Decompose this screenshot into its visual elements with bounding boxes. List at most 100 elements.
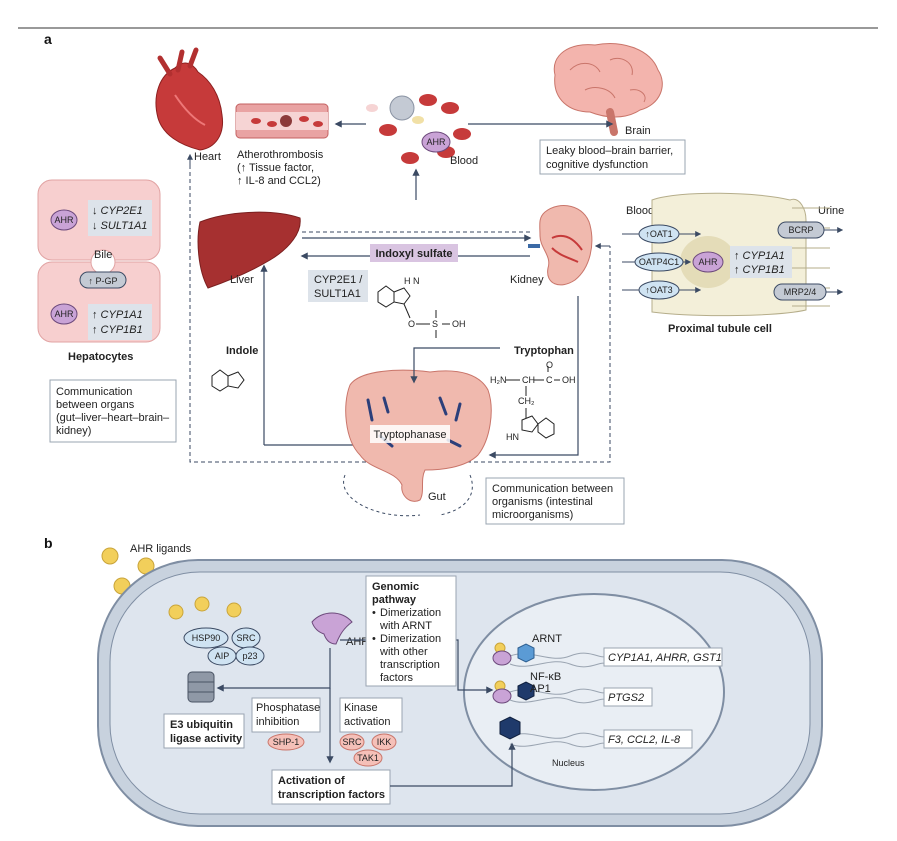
ahr-blood-label: AHR <box>426 137 446 147</box>
brain-effect-line1: Leaky blood–brain barrier, <box>546 145 673 157</box>
indoxyl-nh: H N <box>404 276 420 286</box>
activation-line1: Activation of <box>278 775 345 787</box>
genomic-b2a: Dimerization <box>380 633 441 645</box>
trp-oh: OH <box>562 375 576 385</box>
gene-box-2 <box>603 687 653 707</box>
indoxyl-structure <box>377 285 450 338</box>
panel-b-letter: b <box>44 535 53 551</box>
comm-organs-line1: Communication <box>56 386 132 398</box>
genomic-b2b: with other <box>379 646 428 658</box>
genomic-b1b: with ARNT <box>379 620 432 632</box>
enzymes-box <box>308 270 368 302</box>
activation-box <box>271 769 391 805</box>
tryptophan-label: Tryptophan <box>514 345 574 357</box>
oatp4c1-transporter <box>634 252 684 272</box>
src-label: SRC <box>236 633 256 643</box>
genomic-bullet2: • <box>372 633 376 645</box>
ahr-blood-badge <box>421 131 451 153</box>
genomic-b2d: factors <box>380 672 414 684</box>
brain-illustration <box>553 43 663 136</box>
kinase-box <box>339 697 403 733</box>
tf-hexagon <box>499 716 521 740</box>
enzymes-line1: CYP2E1 / <box>314 274 363 286</box>
nfkb-hexagon <box>517 681 535 701</box>
phosphatase-line1: Phosphatase <box>256 702 320 714</box>
trp-ch: CH <box>522 375 535 385</box>
hep-down2: ↓ SULT1A1 <box>92 220 147 232</box>
arrow-activation-to-nucleus <box>390 742 516 787</box>
pt-up2: ↑ CYP1B1 <box>734 264 785 276</box>
hsp90-protein <box>183 627 229 649</box>
comm-organs-line3: (gut–liver–heart–brain– <box>56 412 170 424</box>
kinase-src-label: SRC <box>342 737 362 747</box>
pt-up1: ↑ CYP1A1 <box>734 250 785 262</box>
ahr-nuc-2 <box>492 688 512 704</box>
pt-blood-label: Blood <box>626 205 654 217</box>
indoxyl-sulfate-label: Indoxyl sulfate <box>375 248 452 260</box>
phosphatase-box <box>251 697 321 733</box>
indole-label: Indole <box>226 345 258 357</box>
comm-microbes-line2: organisms (intestinal <box>492 496 593 508</box>
hsp90-label: HSP90 <box>192 633 221 643</box>
atherothrombosis-line1: Atherothrombosis <box>237 149 324 161</box>
nucleus-label: Nucleus <box>552 758 585 768</box>
e3-ligase-box <box>163 713 245 749</box>
ikk-label: IKK <box>377 737 392 747</box>
activation-line2: transcription factors <box>278 789 385 801</box>
indoxyl-s: S <box>432 319 438 329</box>
trp-h2n: H₂N <box>490 375 507 385</box>
pt-title: Proximal tubule cell <box>668 323 772 335</box>
arrow-tryptophan-to-gut <box>410 347 500 384</box>
gene-box-1 <box>603 647 723 667</box>
heart-label: Heart <box>194 151 221 163</box>
hep-ahr-top: AHR <box>54 215 74 225</box>
tak1-label: TAK1 <box>357 753 379 763</box>
comm-microbes-line1: Communication between <box>492 483 613 495</box>
genomic-title1: Genomic <box>372 581 419 593</box>
oatp4c1-label: OATP4C1 <box>639 257 679 267</box>
atherothrombosis-line2: (↑ Tissue factor, <box>237 162 314 174</box>
kinase-line1: Kinase <box>344 702 378 714</box>
trp-c: C <box>546 375 553 385</box>
brain-label: Brain <box>625 125 651 137</box>
communication-microbes-box <box>485 477 625 525</box>
shp1-protein <box>267 733 305 751</box>
genomic-pathway-box <box>365 575 457 687</box>
pt-ahr-badge <box>692 251 724 273</box>
brain-effect-box <box>539 139 686 175</box>
trp-hn: HN <box>506 432 519 442</box>
kinase-line2: activation <box>344 716 390 728</box>
ligand-4 <box>194 596 210 612</box>
communication-organs-box <box>49 379 177 443</box>
liver-label: Liver <box>230 274 254 286</box>
liver-illustration <box>197 211 301 289</box>
indole-structure <box>211 369 245 392</box>
arrow-kidney-to-gut <box>488 296 579 459</box>
gene-2-label: PTGS2 <box>608 692 644 704</box>
blood-vessel-illustration <box>235 103 329 139</box>
indoxyl-oh: OH <box>452 319 466 329</box>
hep-ahr-bottom: AHR <box>54 309 74 319</box>
hep-down1: ↓ CYP2E1 <box>92 205 143 217</box>
brain-effect-line2: cognitive dysfunction <box>546 159 648 171</box>
p23-label: p23 <box>242 651 257 661</box>
gut-loop-left <box>343 474 421 517</box>
indoxyl-o: O <box>408 319 415 329</box>
pt-genes-box <box>730 246 792 278</box>
atherothrombosis-line3: ↑ IL-8 and CCL2) <box>237 175 321 187</box>
genomic-b1a: Dimerization <box>380 607 441 619</box>
hepatocytes-panel <box>37 179 161 343</box>
heart-illustration <box>155 47 224 151</box>
gut-label: Gut <box>428 491 446 503</box>
phosphatase-line2: inhibition <box>256 716 299 728</box>
blood-cells-illustration <box>366 94 471 164</box>
hep-bile: Bile <box>94 249 112 261</box>
tryptophanase-box <box>370 425 450 443</box>
genomic-title2: pathway <box>372 594 417 606</box>
nfkb-label: NF-κB <box>530 671 561 683</box>
pt-ahr-label: AHR <box>698 257 718 267</box>
pt-urine-label: Urine <box>818 205 844 217</box>
e3-line1: E3 ubiquitin <box>170 719 233 731</box>
oat3-transporter <box>638 280 680 300</box>
